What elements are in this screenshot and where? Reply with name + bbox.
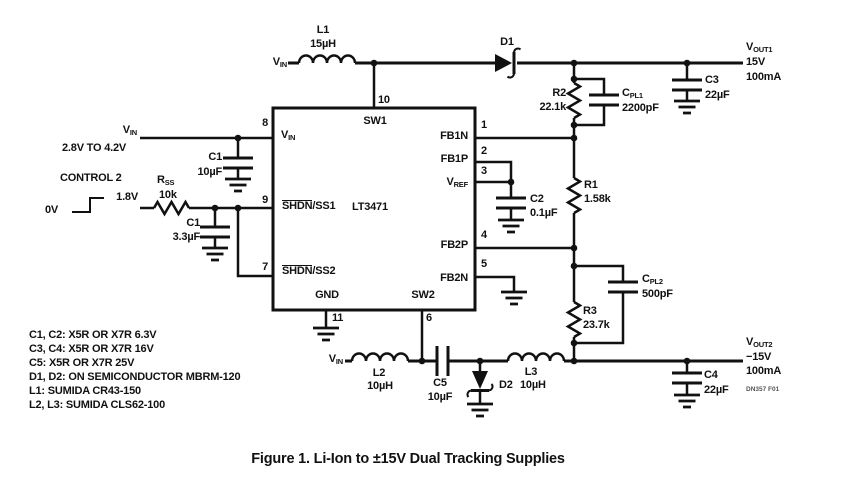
note-line: C3, C4: X5R OR X7R 16V [29,343,154,355]
pin3-number: 3 [481,165,487,177]
rss-value-label: 10k [159,189,177,201]
wires [140,63,689,404]
c4-ref-label: C4 [704,369,718,381]
control-high-label: 1.8V [116,191,138,203]
vout1-voltage-label: 15V [746,56,765,68]
r2-value-label: 22.1k [539,101,566,113]
schottky-diode-d1 [495,47,522,79]
cpl1-value-label: 2200pF [622,102,659,114]
ic-pin-fb2p-label: FB2P [440,239,469,251]
d1-ref-label: D1 [500,36,514,48]
vout2-node-label: VOUT2 [746,336,773,349]
ic-pin-sw1-label: SW1 [363,115,387,127]
ic-pin-fb1p-label: FB1P [440,153,469,165]
r3-ref-label: R3 [583,305,597,317]
ic-pin-vin-label: VIN [281,129,296,142]
control-low-label: 0V [45,204,59,216]
r1-value-label: 1.58k [584,193,611,205]
note-line: L2, L3: SUMIDA CLS62-100 [29,399,165,411]
pin1-number: 1 [481,119,487,131]
d2-ref-label: D2 [499,379,513,391]
resistor-r3 [566,300,582,339]
vin-bottom-node-label: VIN [328,353,343,366]
ic-pin-gnd-label: GND [315,289,339,301]
pin10-number: 10 [378,94,390,106]
pin11-number: 11 [332,312,344,324]
ic-pin-fb1n-label: FB1N [440,130,468,142]
c5-ref-label: C5 [433,377,447,389]
ground-symbols [200,99,702,418]
c5-value-label: 10µF [427,391,453,403]
schottky-diode-d2 [466,371,494,398]
note-line: C1, C2: X5R OR X7R 6.3V [29,329,157,341]
c1-ss-value-label: 3.3µF [172,231,201,243]
r3-value-label: 23.7k [583,319,610,331]
c4-value-label: 22µF [704,384,729,396]
capacitor-c1-vin [221,156,255,170]
c2-value-label: 0.1µF [530,207,558,219]
vout1-node-label: VOUT1 [746,41,773,54]
note-line: C5: X5R OR X7R 25V [29,357,135,369]
l3-ref-label: L3 [524,366,538,378]
l2-ref-label: L2 [372,367,386,379]
vin-input-node-label: VIN [122,124,137,137]
capacitor-cpl1 [587,93,621,107]
c1-ss-ref-label: C1 [186,217,200,229]
c1-vin-ref-label: C1 [208,151,222,163]
cpl2-value-label: 500pF [642,288,673,300]
c1-vin-value-label: 10µF [197,166,223,178]
vin-range-label: 2.8V TO 4.2V [62,142,127,154]
figure-caption: Figure 1. Li-Ion to ±15V Dual Tracking S… [251,451,565,467]
l1-ref-label: L1 [316,24,330,36]
ic-pin-sw2-label: SW2 [411,289,435,301]
capacitor-c4 [670,371,704,385]
wire [140,63,689,404]
pin5-number: 5 [481,258,487,270]
control-step-waveform [72,197,104,213]
junction-dots [211,59,691,365]
vout2-current-label: 100mA [746,365,782,377]
ic-pin-shdn-ss1-label: SHDN/SS1 [282,200,336,212]
c3-ref-label: C3 [705,74,719,86]
resistor-r1 [566,176,582,215]
note-line: L1: SUMIDA CR43-150 [29,385,141,397]
capacitor-cpl2 [606,280,640,294]
pin7-number: 7 [262,261,268,273]
cpl1-ref-label: CPL1 [622,87,643,100]
pin8-number: 8 [262,117,268,129]
pin6-number: 6 [426,312,432,324]
vout2-voltage-label: −15V [746,351,772,363]
ic-part-number: LT3471 [352,201,388,213]
r1-ref-label: R1 [584,179,598,191]
c3-value-label: 22µF [705,89,730,101]
inductor-l2 [350,352,410,363]
vin-top-node-label: VIN [272,56,287,69]
capacitor-c3 [670,78,704,92]
inductor-l3 [506,352,566,363]
resistor-r2 [566,81,582,120]
l2-value-label: 10µH [367,380,393,392]
rss-ref-label: RSS [157,174,175,187]
note-line: D1, D2: ON SEMICONDUCTOR MBRM-120 [29,371,241,383]
ic-pin-fb2n-label: FB2N [440,272,468,284]
vout1-current-label: 100mA [746,71,782,83]
capacitor-c1-ss [198,225,232,239]
doc-ref-label: DN357 F01 [746,386,780,393]
pin2-number: 2 [481,145,487,157]
capacitor-c2 [494,196,528,210]
cpl2-ref-label: CPL2 [642,273,663,286]
r2-ref-label: R2 [552,87,566,99]
l1-value-label: 15µH [310,38,336,50]
resistor-rss [152,200,191,216]
inductor-l1 [297,54,357,65]
c2-ref-label: C2 [530,193,544,205]
pin9-number: 9 [262,194,268,206]
ic-pin-shdn-ss2-label: SHDN/SS2 [282,265,336,277]
ic-pin-vref-label: VREF [446,176,468,189]
control2-title-label: CONTROL 2 [60,172,122,184]
l3-value-label: 10µH [520,379,546,391]
pin4-number: 4 [481,229,487,241]
capacitor-c5 [435,346,450,376]
